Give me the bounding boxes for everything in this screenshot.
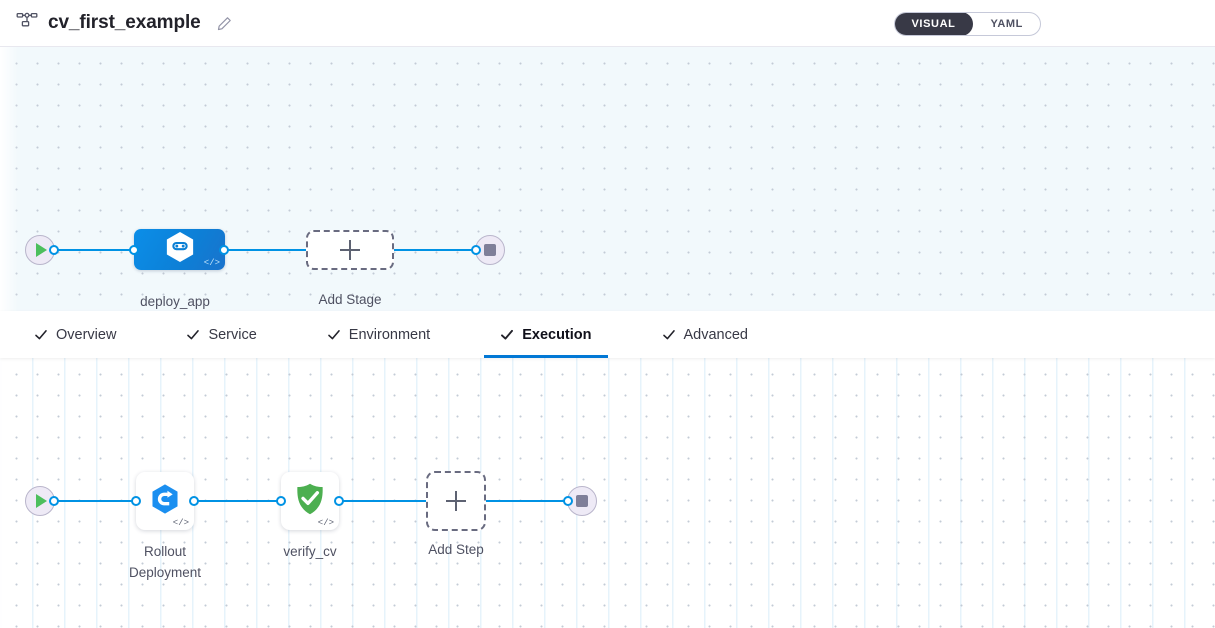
add-stage-box[interactable] (306, 230, 394, 270)
add-stage-node[interactable] (306, 230, 394, 270)
port-rollout-out[interactable] (189, 496, 199, 506)
tab-label: Execution (522, 326, 592, 343)
check-icon (186, 328, 200, 342)
tab-label: Service (208, 326, 257, 343)
tab-service[interactable]: Service (170, 311, 272, 358)
toggle-visual[interactable]: VISUAL (894, 13, 974, 35)
execution-steps-canvas[interactable]: </> Rollout Deployment </> verify_cv Add… (0, 358, 1215, 628)
port-rollout-in[interactable] (131, 496, 141, 506)
check-icon (327, 328, 341, 342)
port-end-in[interactable] (471, 245, 481, 255)
plus-icon (340, 240, 360, 260)
view-mode-toggle[interactable]: VISUAL YAML (893, 12, 1041, 36)
app-header: cv_first_example VISUAL YAML (0, 0, 1215, 47)
edge-start-to-rollout (54, 500, 140, 502)
rollout-deployment-hexagon-icon (149, 483, 181, 520)
port-exec-end-in[interactable] (563, 496, 573, 506)
add-step-box[interactable] (426, 471, 486, 531)
tab-environment[interactable]: Environment (311, 311, 446, 358)
pencil-edit-icon[interactable] (217, 16, 232, 31)
port-verify-out[interactable] (334, 496, 344, 506)
port-exec-start-out[interactable] (49, 496, 59, 506)
add-stage-label: Add Stage (318, 292, 382, 307)
stage-label-deploy-app: deploy_app (140, 294, 210, 309)
add-step-node[interactable] (426, 471, 486, 531)
pipeline-start-node[interactable] (25, 235, 55, 265)
tab-execution[interactable]: Execution (484, 311, 608, 358)
edge-rollout-to-verify (194, 500, 286, 502)
stage-canvas[interactable]: </> deploy_app Add Stage (0, 47, 1215, 311)
stop-square (484, 244, 496, 256)
code-badge-icon: </> (172, 518, 189, 528)
green-shield-check-icon (294, 482, 326, 521)
tab-advanced[interactable]: Advanced (646, 311, 765, 358)
code-badge-icon: </> (317, 518, 334, 528)
play-icon (25, 235, 55, 265)
tab-label: Advanced (683, 326, 749, 343)
page-title: cv_first_example (48, 12, 201, 33)
edge-add-step-to-end (486, 500, 576, 502)
step-label-rollout-deployment: Rollout Deployment (128, 544, 202, 580)
stage-node-deploy-app[interactable]: </> (134, 229, 225, 270)
code-badge-icon: </> (203, 258, 220, 268)
toggle-yaml[interactable]: YAML (990, 18, 1023, 30)
harness-deploy-hexagon-icon (165, 231, 195, 268)
port-verify-in[interactable] (276, 496, 286, 506)
tab-overview[interactable]: Overview (18, 311, 132, 358)
edge-verify-to-add-step (338, 500, 428, 502)
edge-start-to-deploy-app (54, 249, 138, 251)
tab-label: Environment (348, 326, 431, 343)
check-icon (34, 328, 48, 342)
step-card[interactable]: </> (136, 472, 194, 530)
edge-add-stage-to-end (392, 249, 484, 251)
pipeline-nodes-icon (16, 12, 38, 34)
add-step-label: Add Step (428, 542, 484, 557)
play-triangle (36, 243, 47, 257)
check-icon (500, 328, 514, 342)
port-start-out[interactable] (49, 245, 59, 255)
edge-deploy-app-to-add-stage (224, 249, 310, 251)
step-node-verify-cv[interactable]: </> (281, 472, 339, 530)
step-node-rollout-deployment[interactable]: </> (136, 472, 194, 530)
header-left-group: cv_first_example (16, 12, 232, 34)
port-deploy-app-in[interactable] (129, 245, 139, 255)
stage-config-tabs[interactable]: Overview Service Environment Execution A… (0, 311, 1215, 358)
play-triangle (36, 494, 47, 508)
step-label-verify-cv: verify_cv (283, 544, 337, 559)
tab-label: Overview (56, 326, 117, 343)
step-card[interactable]: </> (281, 472, 339, 530)
stop-square (576, 495, 588, 507)
port-deploy-app-out[interactable] (219, 245, 229, 255)
plus-icon (446, 491, 466, 511)
check-icon (662, 328, 676, 342)
stage-box[interactable]: </> (134, 229, 225, 270)
